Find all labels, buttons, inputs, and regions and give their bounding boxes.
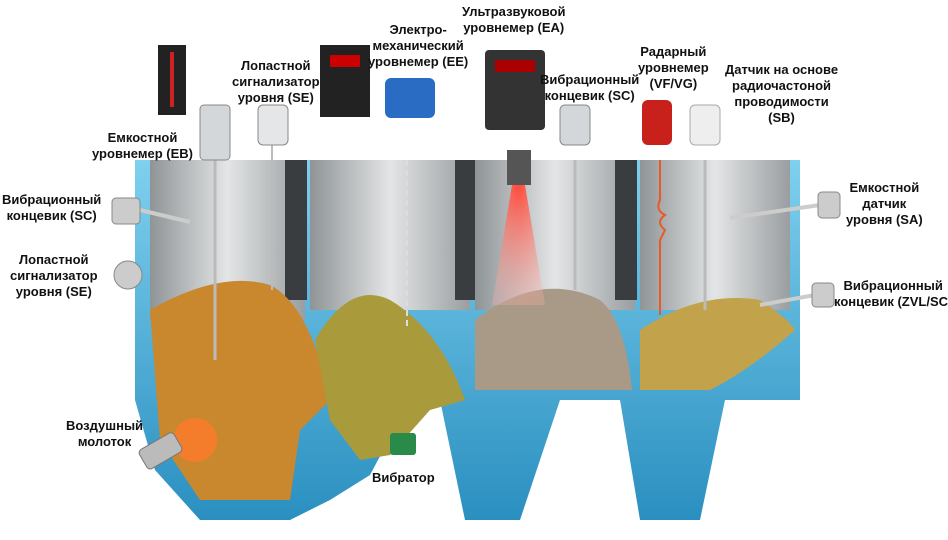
label-line: сигнализатор <box>10 268 98 283</box>
label-line: концевик (SC) <box>544 88 635 103</box>
label-line: концевик (SC) <box>6 208 97 223</box>
label-line: Емкостной <box>107 130 178 145</box>
label-line: Датчик на основе <box>725 62 839 77</box>
label-line: уровня (SE) <box>237 90 314 105</box>
label-line: (VF/VG) <box>649 76 698 91</box>
paddle-switch-head <box>257 104 289 146</box>
label-line: радиочастоной <box>732 78 832 93</box>
label-line: Лопастной <box>241 58 311 73</box>
label-line: уровнемер (EE) <box>368 54 469 69</box>
radar-head <box>642 100 672 145</box>
capacitive-side-probe-right <box>729 203 821 220</box>
label-line: Ультразвуковой <box>462 4 566 19</box>
vibration-switch-head <box>559 104 591 146</box>
label-line: молоток <box>77 434 132 449</box>
label-line: Емкостной <box>849 180 920 195</box>
compartment-4-wall <box>640 160 790 310</box>
grain-pile-yellow <box>640 298 795 390</box>
label-line: уровня (SA) <box>846 212 923 227</box>
label-line: уровня (SE) <box>15 284 92 299</box>
ultrasonic-transducer <box>507 150 531 185</box>
label-line: Воздушный <box>66 418 144 433</box>
air-hammer-burst <box>173 418 217 462</box>
vibrator-device <box>390 433 416 455</box>
label-line: Вибрационный <box>843 278 943 293</box>
air-hammer <box>138 432 183 470</box>
label-line: Вибратор <box>372 470 435 485</box>
paddle-side-head <box>113 260 143 290</box>
electromech-head <box>385 78 435 118</box>
label-line: Вибрационный <box>2 192 102 207</box>
label-line: уровнемер (EA) <box>463 20 565 35</box>
label-line: датчик <box>862 196 907 211</box>
grain-pile-olive <box>315 295 465 460</box>
label-line: Вибрационный <box>540 72 640 87</box>
label-line: уровнемер <box>638 60 709 75</box>
vibration-side-probe-left <box>139 208 191 224</box>
vibration-side-probe-right <box>759 293 816 307</box>
label-line: концевик (ZVL/SC) <box>834 294 948 309</box>
vibration-side-head-left <box>111 197 141 225</box>
compartment-2-wall <box>310 160 470 310</box>
capacitive-level-head <box>199 104 231 161</box>
label-line: Электро- <box>389 22 447 37</box>
capacitive-side-head-right <box>817 191 841 219</box>
label-line: (SB) <box>768 110 795 125</box>
label-line: Радарный <box>640 44 707 59</box>
label-vibrator: Вибратор <box>372 470 435 486</box>
label-line: проводимости <box>734 94 829 109</box>
label-line: механический <box>372 38 464 53</box>
ultrasonic-beam <box>492 185 545 305</box>
vibration-side-head-right <box>811 282 835 308</box>
rf-head <box>689 104 721 146</box>
gravel-pile <box>475 288 632 390</box>
label-line: уровнемер (EB) <box>92 146 193 161</box>
label-line: сигнализатор <box>232 74 320 89</box>
radar-wave <box>657 160 667 315</box>
label-line: Лопастной <box>19 252 89 267</box>
